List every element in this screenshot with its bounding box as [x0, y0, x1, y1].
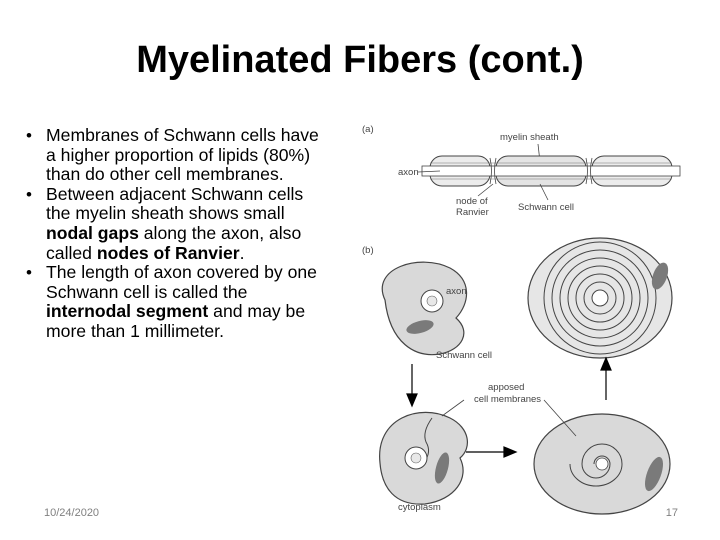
bullet-item: The length of axon covered by one Schwan… [26, 262, 326, 341]
node-of-ranvier-label-2: Ranvier [456, 207, 489, 218]
axon-label-b: axon [446, 286, 467, 297]
node-of-ranvier-label-1: node of [456, 196, 488, 207]
schwann-cell-stage-4 [527, 237, 673, 359]
bullet-text: The length of axon covered by one Schwan… [46, 262, 317, 302]
myelin-sheath-label: myelin sheath [500, 132, 559, 143]
schwann-cell-label-a: Schwann cell [518, 202, 574, 213]
panel-a-label: (a) [362, 124, 374, 135]
bullet-text: Between adjacent Schwann cells the myeli… [46, 183, 304, 224]
bullet-text: along the axon, also called [46, 222, 302, 263]
bullet-text: Membranes of Schwann cells have a higher… [46, 125, 319, 185]
page-number: 17 [665, 507, 678, 519]
bullet-list: Membranes of Schwann cells have a higher… [26, 125, 326, 342]
bullet-text: and may be more than 1 millimeter. [46, 301, 306, 341]
apposed-label-1: apposed [488, 382, 524, 393]
myelin-diagram: (a) myelin sheath axon node of Ranvier S… [362, 124, 681, 515]
bullet-text: . [239, 242, 245, 263]
bullet-item: Membranes of Schwann cells have a higher… [26, 125, 326, 185]
panel-b-label: (b) [362, 245, 374, 256]
myelin-figure: (a) myelin sheath axon node of Ranvier S… [360, 118, 696, 520]
slide-title: Myelinated Fibers (cont.) [136, 39, 584, 81]
bullet-bold-text: nodes of Ranvier [96, 242, 240, 263]
axon-label-a: axon [398, 167, 419, 178]
footer-date: 10/24/2020 [44, 507, 100, 519]
apposed-label-2: cell membranes [474, 394, 541, 405]
stage-arrows [406, 356, 612, 458]
schwann-cell-stage-1 [381, 261, 468, 356]
bullet-bold-text: nodal gaps [46, 222, 139, 243]
schwann-cell-stage-3 [533, 413, 671, 515]
bullet-item: Between adjacent Schwann cells the myeli… [26, 183, 326, 263]
bullet-bold-text: internodal segment [46, 301, 209, 322]
schwann-cell-stage-2 [379, 411, 468, 505]
schwann-cell-label-b: Schwann cell [436, 350, 492, 361]
cytoplasm-label: cytoplasm [398, 502, 441, 513]
myelinated-fiber [421, 155, 681, 187]
